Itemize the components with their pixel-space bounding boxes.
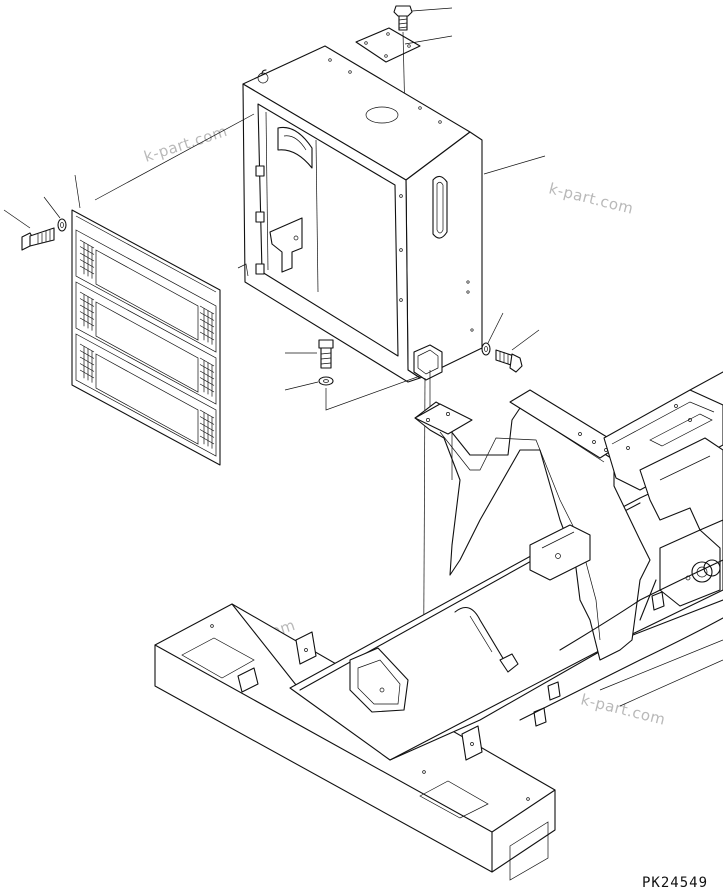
watermark-4: k-part.com [579,690,667,728]
left-washer [43,196,67,232]
grille-panel [71,174,221,466]
louver-section-2 [75,281,217,405]
louver-slats [79,239,215,449]
center-washer [284,375,421,411]
right-bolt [495,329,540,373]
right-washer [481,312,504,356]
louver-section-1 [75,229,217,353]
enclosure-box [94,45,546,383]
center-bolt [285,339,334,369]
louver-section-3 [75,333,217,457]
watermark-2: k-part.com [547,179,635,217]
main-frame [154,371,723,881]
top-bolt [393,5,453,31]
left-bolt [3,209,55,251]
watermark-1: k-part.com [142,122,230,166]
drawing-code: PK24549 [642,875,708,891]
